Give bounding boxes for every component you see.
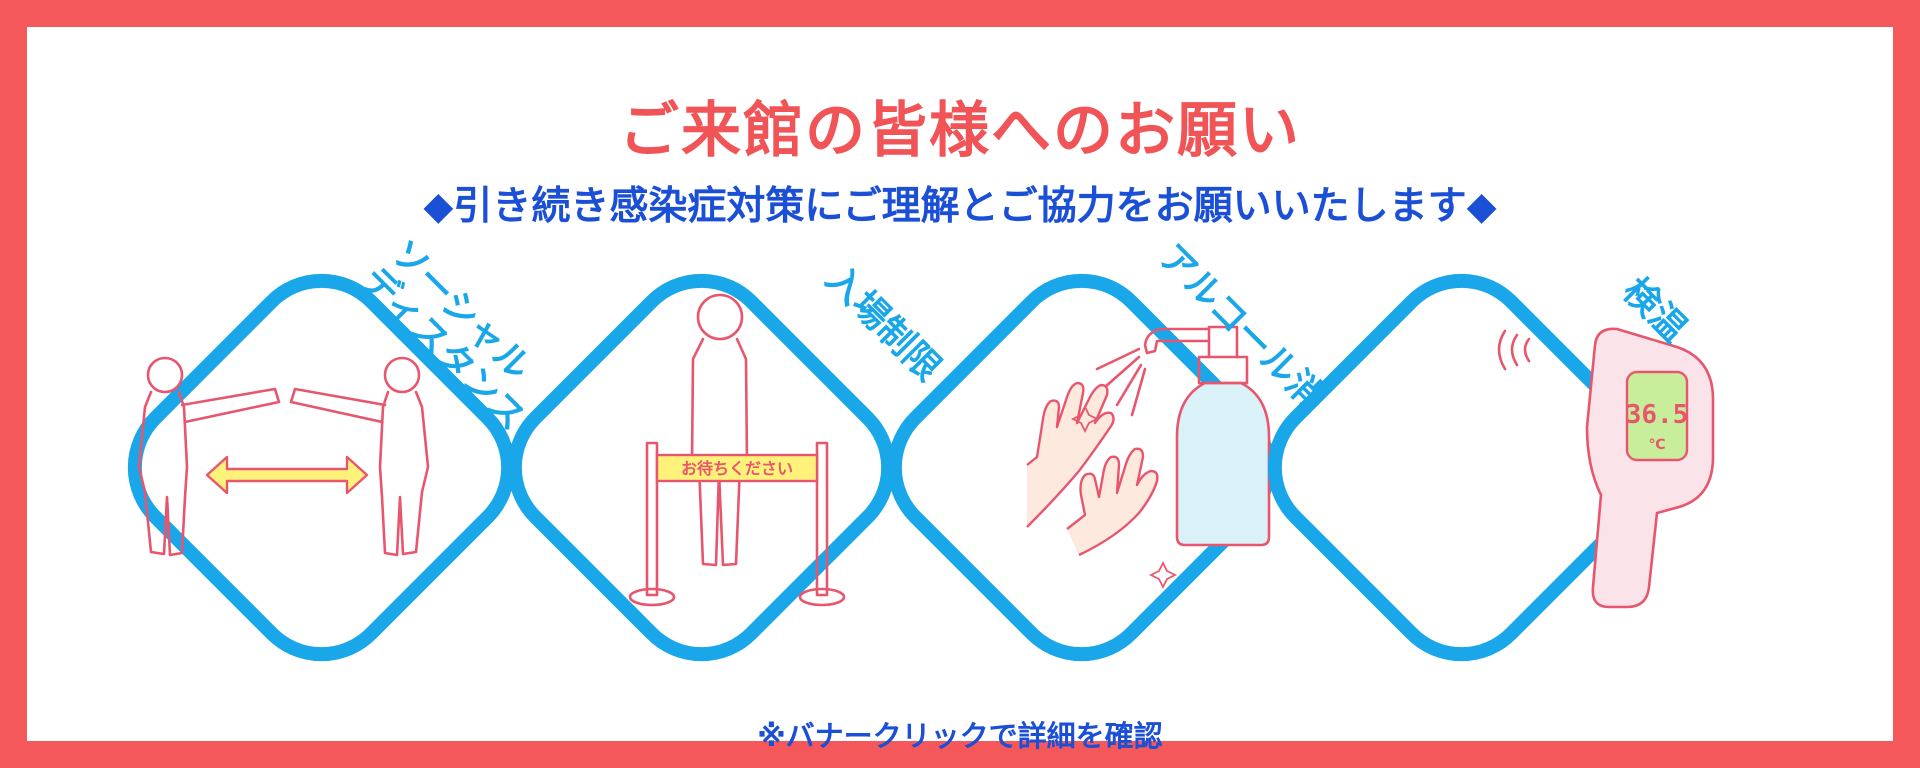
banner-subtitle: ◆引き続き感染症対策にご理解とご協力をお願いいたします◆ — [423, 184, 1497, 229]
wait-sign-text: お待ちください — [681, 459, 793, 478]
card-social-distance[interactable]: ソーシャル ディスタンス — [106, 232, 539, 683]
sparkle-icon — [1148, 560, 1178, 590]
card-frame — [1267, 273, 1656, 662]
queue-illustration: お待ちください — [628, 293, 846, 607]
thermometer-illustration: 36.5 ℃ — [1497, 327, 1715, 609]
card-entry-restriction[interactable]: お待ちください 入場制限 — [486, 252, 949, 683]
sanitizer-illustration — [1026, 325, 1271, 590]
card-label: 入場制限 — [818, 258, 949, 389]
wait-sign — [655, 453, 819, 483]
distance-arrow-icon — [205, 455, 369, 495]
card-frame — [127, 273, 516, 662]
banner-footnote: ※バナークリックで詳細を確認 — [757, 719, 1163, 753]
temperature-reading: 36.5 — [1626, 400, 1689, 430]
measures-illustrations: ソーシャル ディスタンス お待ちください 入場制限 — [106, 232, 1715, 683]
temperature-unit: ℃ — [1649, 437, 1666, 453]
banner-title: ご来館の皆様へのお願い — [619, 96, 1301, 166]
social-distance-illustration — [137, 356, 430, 557]
card-temperature-check[interactable]: 36.5 ℃ 検温 — [1246, 252, 1715, 683]
thermometer-display — [1625, 370, 1689, 462]
sparkle-icon — [1070, 404, 1100, 434]
